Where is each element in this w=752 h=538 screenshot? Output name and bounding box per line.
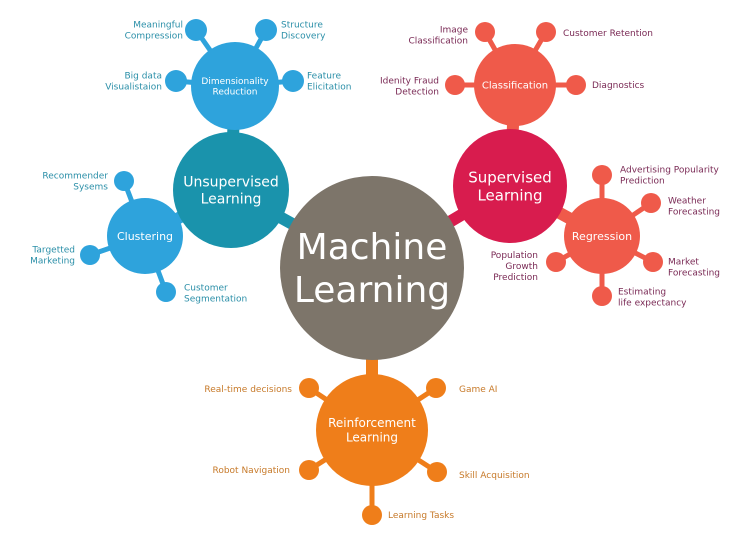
clustering-leaf-1-node: [80, 245, 100, 265]
node-layer: [80, 19, 663, 525]
classification-leaf-1-node: [536, 22, 556, 42]
regression-leaf-3-node: [592, 286, 612, 306]
clustering-leaf-2-node: [156, 282, 176, 302]
classification-leaf-label-3: Diagnostics: [592, 81, 645, 91]
clustering-leaf-0-node: [114, 171, 134, 191]
reinforcement-leaf-label-0: Real-time decisions: [204, 385, 292, 395]
reinforcement-learning-node: [316, 374, 428, 486]
classification-leaf-0-node: [475, 22, 495, 42]
reinforcement-leaf-4-node: [362, 505, 382, 525]
clustering-label: Clustering: [117, 230, 173, 243]
supervised-learning-node: [453, 129, 567, 243]
classification-label: Classification: [482, 81, 548, 92]
regression-leaf-1-node: [641, 193, 661, 213]
machine-learning-node: [280, 176, 464, 360]
reinforcement-leaf-label-4: Learning Tasks: [388, 511, 454, 521]
dimensionality-leaf-1-node: [255, 19, 277, 41]
classification-node: [474, 44, 556, 126]
unsupervised-learning-node: [173, 132, 289, 248]
classification-leaf-2-node: [445, 75, 465, 95]
dimensionality-reduction-node: [191, 42, 279, 130]
clustering-node: [107, 198, 183, 274]
dimensionality-leaf-0-node: [185, 19, 207, 41]
reinforcement-leaf-3-node: [427, 462, 447, 482]
dimensionality-leaf-2-node: [165, 70, 187, 92]
reinforcement-leaf-label-3: Skill Acquisition: [459, 471, 530, 481]
regression-node: [564, 198, 640, 274]
reinforcement-leaf-0-node: [299, 378, 319, 398]
reinforcement-leaf-label-2: Robot Navigation: [212, 466, 290, 476]
classification-leaf-3-node: [566, 75, 586, 95]
dimensionality-leaf-3-node: [282, 70, 304, 92]
reinforcement-leaf-2-node: [299, 460, 319, 480]
reinforcement-leaf-1-node: [426, 378, 446, 398]
regression-leaf-2-node: [643, 252, 663, 272]
regression-label: Regression: [572, 230, 632, 243]
regression-leaf-0-node: [592, 165, 612, 185]
regression-leaf-4-node: [546, 252, 566, 272]
classification-leaf-label-1: Customer Retention: [563, 29, 653, 39]
reinforcement-leaf-label-1: Game AI: [459, 385, 497, 395]
